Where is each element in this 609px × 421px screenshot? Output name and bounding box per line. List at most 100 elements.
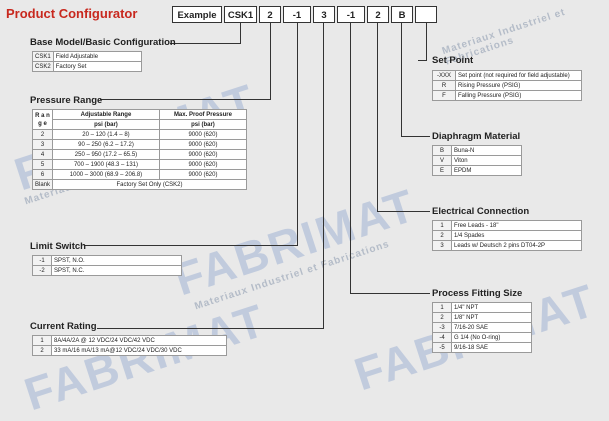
diaphragm-table: B Buna-N V Viton E EPDM — [432, 145, 522, 176]
table-row: 5 700 – 1900 (48.3 – 131) 9000 (620) — [31, 159, 248, 170]
connector-range-h — [100, 99, 271, 100]
setpoint-desc: Set point (not required for field adjust… — [455, 70, 582, 81]
pressure-adj: 250 – 950 (17.2 – 65.5) — [52, 149, 160, 160]
fitting-table: 1 1/4" NPT 2 1/8" NPT -3 7/16-20 SAE -4 … — [432, 302, 532, 353]
electrical-code: 1 — [432, 220, 452, 231]
pressure-code: Blank — [31, 179, 54, 190]
table-row: E EPDM — [432, 165, 522, 176]
electrical-heading: Electrical Connection — [432, 206, 530, 217]
diaphragm-desc: Viton — [451, 155, 522, 166]
pressure-col-proof: Max. Proof Pressure — [158, 109, 248, 120]
connector-base-h — [170, 43, 241, 44]
code-part-model: CSK1 — [224, 6, 257, 23]
limit-code: -2 — [32, 265, 52, 276]
pressure-adj: 1000 – 3000 (68.9 – 206.8) — [52, 169, 160, 180]
pressure-proof: 9000 (620) — [158, 169, 248, 180]
pressure-adj: 90 – 250 (6.2 – 17.2) — [52, 139, 160, 150]
pressure-table: R a n g e Adjustable Range Max. Proof Pr… — [31, 109, 248, 190]
pressure-proof: 9000 (620) — [158, 149, 248, 160]
current-desc: 8A/4A/2A @ 12 VDC/24 VDC/42 VDC — [51, 335, 227, 346]
pressure-col-proof-unit: psi (bar) — [158, 119, 248, 130]
table-row: 2 1/4 Spades — [432, 230, 582, 241]
connector-fitting — [350, 23, 351, 294]
fitting-desc: 7/16-20 SAE — [451, 322, 532, 333]
table-row: R a n g e Adjustable Range Max. Proof Pr… — [31, 109, 248, 130]
connector-fitting-h — [350, 293, 430, 294]
table-row: 2 33 mA/16 mA/13 mA@12 VDC/24 VDC/30 VDC — [32, 345, 227, 356]
pressure-code: 4 — [31, 149, 54, 160]
table-row: -2 SPST, N.C. — [32, 265, 182, 276]
setpoint-code: F — [432, 90, 456, 101]
fitting-desc: 9/16-18 SAE — [451, 342, 532, 353]
fitting-desc: 1/8" NPT — [451, 312, 532, 323]
table-row: -4 G 1/4 (No O-ring) — [432, 332, 532, 343]
limit-table: -1 SPST, N.O. -2 SPST, N.C. — [32, 255, 182, 276]
fitting-desc: 1/4" NPT — [451, 302, 532, 313]
limit-desc: SPST, N.C. — [51, 265, 182, 276]
watermark-tagline: Materiaux Industriel et Fabrications — [193, 238, 392, 313]
diaphragm-code: V — [432, 155, 452, 166]
table-row: 3 90 – 250 (6.2 – 17.2) 9000 (620) — [31, 139, 248, 150]
base-code: CSK1 — [32, 51, 54, 62]
connector-setpoint — [426, 23, 427, 61]
base-code: CSK2 — [32, 61, 54, 72]
table-row: 1 8A/4A/2A @ 12 VDC/24 VDC/42 VDC — [32, 335, 227, 346]
pressure-blank-desc: Factory Set Only (CSK2) — [52, 179, 247, 190]
table-row: CSK2 Factory Set — [32, 61, 143, 72]
fitting-code: 2 — [432, 312, 452, 323]
connector-electrical-h — [377, 211, 430, 212]
table-row: Blank Factory Set Only (CSK2) — [31, 179, 247, 190]
diaphragm-desc: EPDM — [451, 165, 522, 176]
code-part-setpoint — [415, 6, 437, 23]
table-row: 6 1000 – 3000 (68.9 – 206.8) 9000 (620) — [31, 169, 248, 180]
code-part-current: 3 — [313, 6, 335, 23]
code-example-label: Example — [172, 6, 222, 23]
pressure-code: 3 — [31, 139, 54, 150]
table-row: -1 SPST, N.O. — [32, 255, 182, 266]
current-table: 1 8A/4A/2A @ 12 VDC/24 VDC/42 VDC 2 33 m… — [32, 335, 227, 356]
table-row: 2 20 – 120 (1.4 – 8) 9000 (620) — [31, 129, 248, 140]
base-table: CSK1 Field Adjustable CSK2 Factory Set — [32, 51, 143, 72]
code-part-electrical: 2 — [367, 6, 389, 23]
pressure-col-adj: Adjustable Range — [52, 109, 160, 120]
connector-limit-h — [85, 245, 298, 246]
pressure-adj: 700 – 1900 (48.3 – 131) — [52, 159, 160, 170]
table-row: -3 7/16-20 SAE — [432, 322, 532, 333]
setpoint-desc: Falling Pressure (PSIG) — [455, 90, 582, 101]
watermark-brand: FABRIMAT — [18, 293, 273, 421]
diaphragm-code: B — [432, 145, 452, 156]
table-row: CSK1 Field Adjustable — [32, 51, 143, 62]
connector-current-h — [97, 328, 324, 329]
connector-diaphragm — [401, 23, 402, 137]
fitting-heading: Process Fitting Size — [432, 288, 523, 299]
table-row: -5 9/16-18 SAE — [432, 342, 532, 353]
base-heading: Base Model/Basic Configuration — [30, 37, 176, 48]
table-row: -XXX Set point (not required for field a… — [432, 70, 582, 81]
electrical-table: 1 Free Leads - 18" 2 1/4 Spades 3 Leads … — [432, 220, 582, 251]
pressure-proof: 9000 (620) — [158, 139, 248, 150]
table-row: V Viton — [432, 155, 522, 166]
setpoint-table: -XXX Set point (not required for field a… — [432, 70, 582, 101]
setpoint-code: -XXX — [432, 70, 456, 81]
base-desc: Factory Set — [52, 61, 143, 72]
pressure-adj: 20 – 120 (1.4 – 8) — [52, 129, 160, 140]
table-row: 1 1/4" NPT — [432, 302, 532, 313]
electrical-desc: Free Leads - 18" — [451, 220, 582, 231]
electrical-code: 2 — [432, 230, 452, 241]
fitting-code: -5 — [432, 342, 452, 353]
pressure-code: 6 — [31, 169, 54, 180]
connector-current — [323, 23, 324, 329]
connector-diaphragm-h — [401, 136, 430, 137]
diaphragm-code: E — [432, 165, 452, 176]
limit-code: -1 — [32, 255, 52, 266]
connector-electrical — [377, 23, 378, 212]
code-part-diaphragm: B — [391, 6, 413, 23]
current-desc: 33 mA/16 mA/13 mA@12 VDC/24 VDC/30 VDC — [51, 345, 227, 356]
base-desc: Field Adjustable — [52, 51, 143, 62]
code-part-limit: -1 — [283, 6, 311, 23]
table-row: 4 250 – 950 (17.2 – 65.5) 9000 (620) — [31, 149, 248, 160]
electrical-desc: 1/4 Spades — [451, 230, 582, 241]
connector-setpoint-h — [418, 60, 427, 61]
table-row: R Rising Pressure (PSIG) — [432, 80, 582, 91]
pressure-code: 5 — [31, 159, 54, 170]
